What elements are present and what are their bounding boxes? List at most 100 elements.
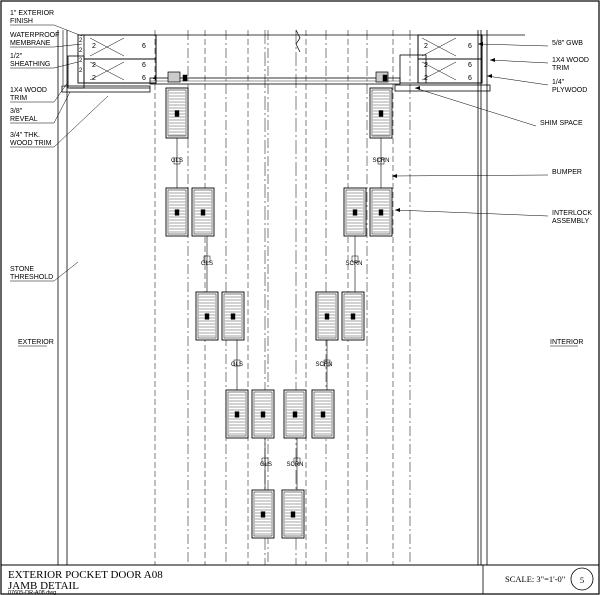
leader-waterproof-membrane: [53, 43, 83, 48]
rail-roller-4: [377, 157, 385, 165]
door-panel-left-6-interlock: [260, 411, 266, 418]
door-panel-left-1-inner: [167, 189, 187, 235]
gls-tag: GLS: [171, 158, 183, 164]
leader-wood-trim-right: [489, 59, 549, 64]
stud-number: 6: [468, 75, 472, 82]
rail-roller-1: [203, 255, 211, 263]
stud-number: 2: [92, 43, 96, 50]
leader-gwb: [477, 43, 549, 47]
label-reveal: REVEAL: [10, 116, 38, 123]
label-waterproof-membrane: WATERPROOF: [10, 32, 59, 39]
leader-reveal: [53, 91, 71, 124]
leader-arrow: [478, 42, 483, 46]
door-panel-left-4-interlock: [230, 313, 236, 320]
door-panel-right-4: [341, 291, 365, 341]
gls-tag: GLS: [231, 362, 243, 368]
gls-tag: GLS: [260, 462, 272, 468]
door-panel-left-1-interlock: [174, 209, 180, 216]
leader-arrow: [415, 86, 420, 90]
leader-bumper: [391, 174, 549, 177]
door-panel-left-7: [251, 489, 275, 539]
door-panel-left-0: [165, 87, 189, 139]
right-plywood: [394, 84, 491, 92]
door-panel-right-2-interlock: [378, 209, 384, 216]
right-trim-block: [399, 54, 427, 84]
door-panel-left-2-inner: [193, 189, 213, 235]
door-panel-right-5-interlock: [292, 411, 298, 418]
door-panel-left-5-interlock: [234, 411, 240, 418]
label-interlock-assembly: INTERLOCK: [552, 210, 592, 217]
door-panel-right-5: [283, 389, 307, 439]
door-panel-right-7: [281, 489, 305, 539]
stud-tag: 2: [79, 48, 83, 54]
label-bumper: BUMPER: [552, 169, 582, 176]
door-panel-right-6-interlock: [320, 411, 326, 418]
leader-interlock-assembly: [394, 209, 549, 217]
door-panel-right-1-interlock: [352, 209, 358, 216]
door-panel-left-7-inner: [253, 491, 273, 537]
stud-number: 6: [142, 43, 146, 50]
head-clip-r: [382, 74, 388, 82]
label-plywood: PLYWOOD: [552, 87, 587, 94]
rail-roller-7: [293, 457, 301, 465]
rail-roller-3: [261, 457, 269, 465]
sheet-number-circle: [570, 567, 594, 591]
door-panel-right-0-inner: [371, 89, 391, 137]
door-panel-left-0-inner: [167, 89, 187, 137]
rail-roller-5: [351, 255, 359, 263]
door-panel-right-0-interlock: [378, 110, 384, 117]
door-panel-left-5: [225, 389, 249, 439]
drawing-file-name: 07605-DR-A08.dwg: [8, 590, 56, 595]
right-stud-assembly: [394, 34, 491, 92]
head-bracket-r: [375, 71, 389, 83]
door-panel-left-6-inner: [253, 391, 273, 437]
label-sheathing: SHEATHING: [10, 61, 50, 68]
door-panel-left-3: [195, 291, 219, 341]
door-panel-right-3-inner: [317, 293, 337, 339]
stud-bottom-r: [417, 58, 483, 84]
stud-r-x-1: [421, 37, 457, 57]
leader-exterior-finish: [53, 24, 83, 37]
label-reveal: 3/8": [10, 108, 23, 115]
stud-number: 2: [92, 75, 96, 82]
sheet-number: 5: [580, 575, 584, 585]
door-panel-right-3-interlock: [324, 313, 330, 320]
leader-thk-wood-trim: [53, 95, 109, 148]
label-wood-trim-right: TRIM: [552, 65, 569, 72]
stud-number: 2: [92, 62, 96, 69]
label-interlock-assembly: ASSEMBLY: [552, 218, 590, 225]
label-wood-trim-left: 1X4 WOOD: [10, 87, 47, 94]
label-stone-threshold: THRESHOLD: [10, 274, 53, 281]
door-panel-left-4: [221, 291, 245, 341]
door-panel-right-7-inner: [283, 491, 303, 537]
left-stud-assembly: [61, 34, 157, 93]
door-panel-left-4-inner: [223, 293, 243, 339]
door-panel-right-2: [369, 187, 393, 237]
leader-arrow: [395, 208, 400, 212]
leader-plywood: [486, 75, 549, 86]
exterior-label: EXTERIOR: [18, 339, 54, 346]
door-panel-right-0: [369, 87, 393, 139]
door-panel-right-4-interlock: [350, 313, 356, 320]
door-panel-left-0-interlock: [174, 110, 180, 117]
scrn-tag: SCRN: [315, 362, 332, 368]
door-panel-right-6: [311, 389, 335, 439]
leader-arrow: [487, 74, 492, 78]
door-panel-right-2-inner: [371, 189, 391, 235]
door-panel-right-7-interlock: [290, 511, 296, 518]
drawing-scale: SCALE: 3"=1'-0": [505, 574, 565, 584]
stud-tag: 2: [79, 68, 83, 74]
door-panel-left-2-interlock: [200, 209, 206, 216]
stud-tag: 4: [153, 76, 157, 82]
head-bracket-l: [167, 71, 181, 83]
stud-x-3: [89, 61, 125, 81]
label-shim-space: SHIM SPACE: [540, 120, 583, 127]
scrn-tag: SCRN: [345, 261, 362, 267]
drawing-subtitle: JAMB DETAIL: [8, 580, 79, 592]
scrn-tag: SCRN: [372, 158, 389, 164]
stud-number: 6: [468, 62, 472, 69]
label-wood-trim-right: 1X4 WOOD: [552, 57, 589, 64]
